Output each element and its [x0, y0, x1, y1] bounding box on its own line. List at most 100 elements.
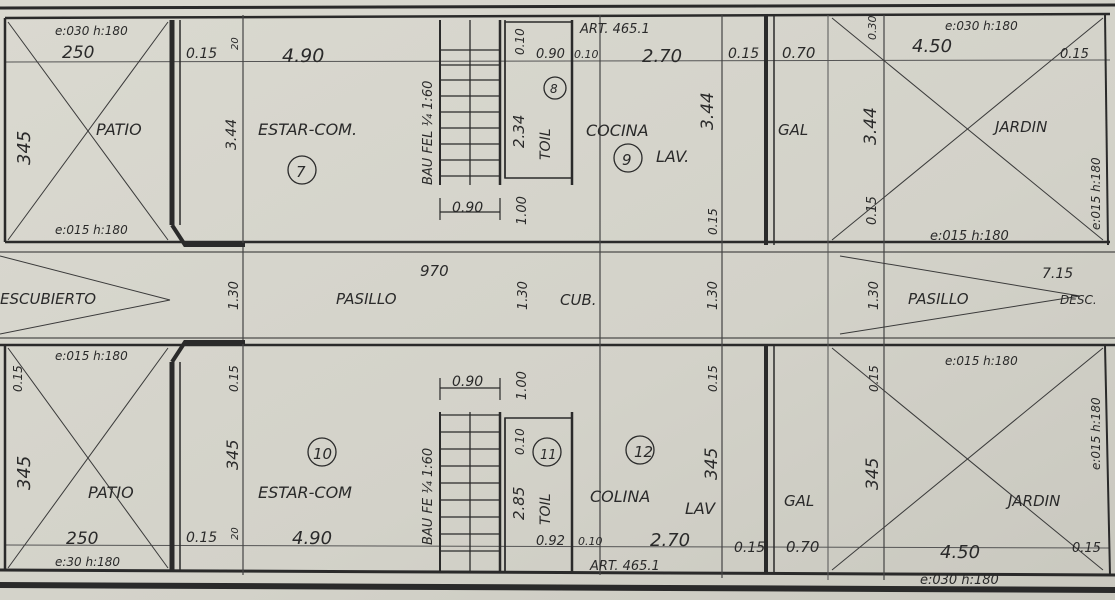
room-12-circle: [625, 435, 655, 465]
bottom-toil-height: 2.85: [510, 487, 528, 520]
top-jardin-wall-top-note: e:030 h:180: [945, 19, 1018, 33]
top-jardin-height: 3.44: [861, 107, 881, 145]
patio-crosses: [0, 17, 1104, 571]
top-wall-015-b: 0.15: [728, 46, 759, 62]
east-wall-top: [1104, 13, 1109, 246]
top-article-note: ART. 465.1: [579, 22, 650, 37]
top-jardin-width: 4.50: [912, 36, 952, 57]
top-patio-height: 345: [14, 131, 35, 165]
bottom-patio-height: 345: [14, 456, 35, 490]
corridor-left-cross-a: [0, 255, 171, 301]
top-lav-label: LAV.: [656, 147, 689, 166]
bottom-patio-wall-note: e:015 h:180: [55, 349, 128, 363]
bottom-toil-width: 0.92: [536, 534, 565, 549]
top-estar-label: ESTAR-COM.: [258, 120, 357, 139]
bottom-door-090: 0.90: [452, 374, 483, 390]
bottom-jardin-wall-top-note: e:015 h:180: [945, 354, 1018, 368]
bottom-article-note: ART. 465.1: [589, 559, 660, 574]
bottom-wall-015-v1: 0.15: [11, 365, 25, 392]
corridor-desc: DESC.: [1060, 293, 1097, 307]
structure-lines: [0, 3, 1115, 593]
corridor-descubierto: ESCUBIERTO: [0, 290, 96, 308]
corridor-width-b: 1.30: [516, 281, 531, 310]
bottom-gal-width: 0.70: [786, 538, 819, 556]
bottom-patio-label: PATIO: [88, 483, 134, 502]
top-gal-width: 0.70: [782, 44, 815, 62]
bottom-wall-015-v3: 0.15: [706, 365, 720, 392]
bottom-patio-width: 250: [66, 529, 98, 549]
room-7-circle: [287, 155, 317, 185]
bottom-estar-width: 4.90: [292, 528, 332, 549]
top-toil-width: 0.90: [536, 47, 565, 62]
corridor-pasillo: PASILLO: [336, 290, 397, 308]
bottom-border-line: [0, 582, 1115, 593]
top-wall-015-c: 0.15: [1060, 47, 1089, 62]
bottom-gal-label: GAL: [784, 492, 814, 510]
room-10-number: 10: [313, 445, 332, 463]
bottom-wall-010: 0.10: [578, 535, 603, 548]
top-jardin-wall-bottom-note: e:015 h:180: [930, 229, 1009, 244]
room-11-number: 11: [540, 448, 557, 463]
bottom-dim-20: 20: [230, 527, 241, 540]
top-wall-030: 0.30: [866, 16, 879, 41]
top-dim-line: [4, 59, 1111, 63]
bottom-lav-label: LAV: [685, 499, 716, 518]
corridor-right-cross-b: [839, 295, 1081, 335]
corridor-right-cross-a: [839, 255, 1081, 297]
top-wall-010: 0.10: [574, 48, 599, 61]
top-wall-015-v: 0.15: [706, 208, 720, 235]
bottom-wall-015-a: 0.15: [186, 530, 217, 546]
bottom-jardin-label: JARDIN: [1005, 492, 1060, 510]
room-9-circle: [613, 143, 643, 173]
toil-box-top: [504, 21, 573, 179]
bottom-jardin-cross-b: [831, 347, 1104, 571]
bottom-door-100: 1.00: [515, 371, 530, 400]
bottom-cocina-label: COLINA: [590, 487, 650, 506]
door-marks: [439, 198, 501, 400]
top-gal-label: GAL: [778, 121, 808, 139]
bottom-toil-label: TOIL: [538, 494, 554, 526]
corridor-right-length: 7.15: [1042, 266, 1073, 282]
bottom-jardin-wall-bottom-note: e:030 h:180: [920, 573, 999, 588]
top-wall-015-a: 0.15: [186, 46, 217, 62]
top-cocina-height: 3.44: [698, 92, 718, 130]
top-cocina-width: 2.70: [642, 46, 682, 67]
corridor-left-cross-b: [0, 299, 171, 335]
top-dim-20: 20: [230, 37, 241, 50]
top-border-line: [0, 3, 1115, 10]
bottom-estar-height: 345: [223, 439, 242, 470]
top-estar-width: 4.90: [282, 45, 324, 67]
corridor-width-d: 1.30: [867, 281, 882, 310]
bottom-jardin-width: 4.50: [940, 542, 980, 563]
bottom-jardin-wall-side-note: e:015 h:180: [1089, 397, 1103, 470]
top-patio-label: PATIO: [96, 120, 142, 139]
bottom-dim-line: [4, 544, 1111, 549]
stairs-bottom: [440, 412, 573, 573]
top-door-090: 0.90: [452, 200, 483, 216]
top-jardin-label: JARDIN: [992, 118, 1047, 136]
top-toil-height: 2.34: [510, 115, 528, 148]
top-banio-label: BAU FEL ¼ 1:60: [421, 81, 436, 185]
patio-chamfer-top: [170, 223, 245, 247]
room-number-circles: [287, 76, 655, 467]
room-12-number: 12: [634, 443, 653, 461]
corridor-length: 970: [420, 262, 449, 280]
bottom-estar-label: ESTAR-COM: [258, 483, 352, 502]
top-patio-wall-bottom-note: e:015 h:180: [55, 223, 128, 237]
bottom-jardin-height: 345: [863, 458, 883, 490]
patio-chamfer-bottom: [170, 340, 245, 364]
top-outer-wall: [4, 12, 1111, 20]
top-jardin-wall-side-note: e:015 h:180: [1089, 157, 1103, 230]
bottom-banio-label: BAU FE ¼ 1:60: [421, 448, 436, 545]
top-jardin-cross-b: [831, 17, 1104, 241]
top-toil-label: TOIL: [538, 129, 554, 161]
room-7-number: 7: [296, 163, 306, 181]
bottom-cocina-width: 2.70: [650, 530, 690, 551]
room-11-circle: [532, 437, 562, 467]
corridor-pasillo-right: PASILLO: [908, 290, 969, 308]
bottom-patio-wall-bottom-note: e:30 h:180: [55, 555, 120, 569]
toil-box-bottom: [504, 417, 573, 573]
top-estar-height: 3.44: [224, 119, 240, 150]
bottom-wall-015-v2: 0.15: [227, 365, 241, 392]
